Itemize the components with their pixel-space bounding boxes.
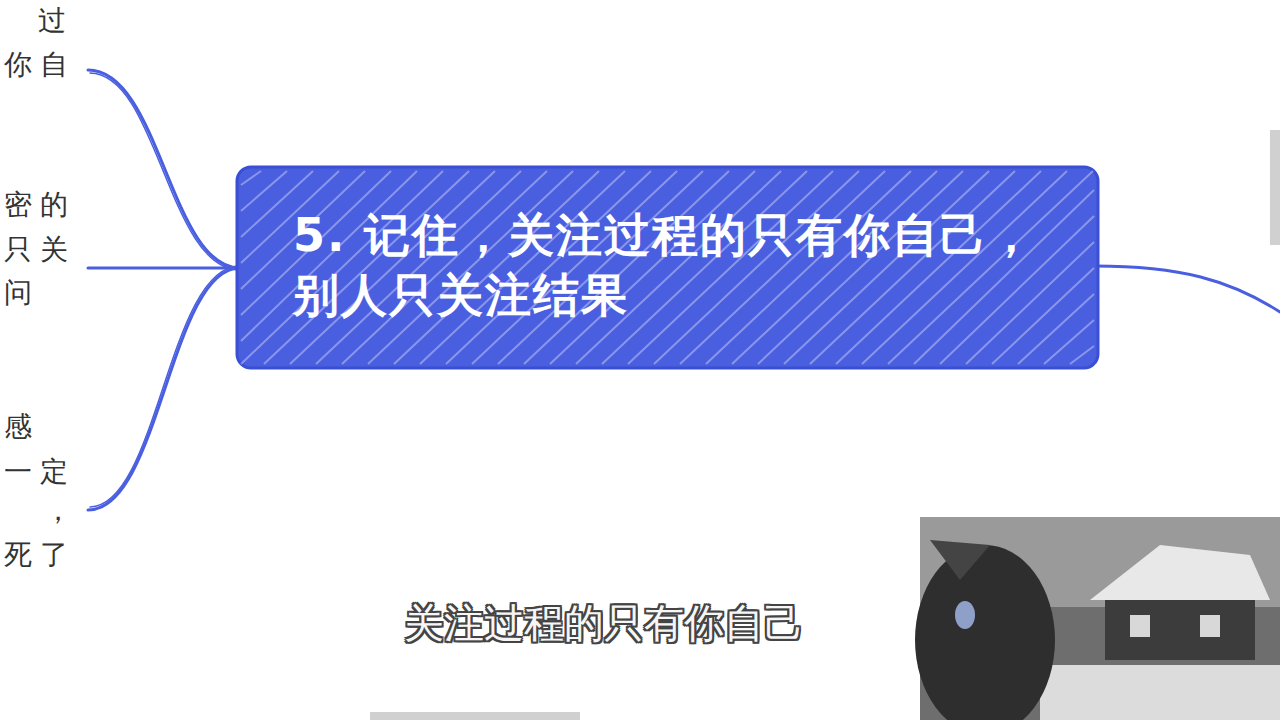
branch-line xyxy=(88,70,240,268)
branch-lines xyxy=(88,70,1280,510)
branch-line xyxy=(1095,266,1280,312)
branch-text: 密的 xyxy=(4,188,76,222)
branch-text: ， xyxy=(44,494,80,528)
branch-text: 死了 xyxy=(4,538,76,572)
branch-line xyxy=(88,267,240,270)
branch-text: 只关 xyxy=(4,233,76,267)
branch-text: 一定 xyxy=(4,455,76,489)
video-thumbnail xyxy=(915,517,1280,720)
topic-box-shape xyxy=(235,165,1100,370)
branch-line xyxy=(90,73,240,270)
branch-text: 感 xyxy=(4,410,40,444)
topic-box: 5. 记住，关注过程的只有你自己，别人只关注结果 xyxy=(235,165,1100,370)
scrollbar xyxy=(1270,130,1280,245)
topic-text: 5. 记住，关注过程的只有你自己，别人只关注结果 xyxy=(293,205,1045,325)
scrollbar xyxy=(370,712,580,720)
subtitle: 关注过程的只有你自己 xyxy=(404,598,804,648)
branch-text: 问 xyxy=(4,276,40,310)
branch-line xyxy=(90,266,240,507)
branch-text: 你自 xyxy=(4,48,76,82)
branch-line xyxy=(88,268,240,510)
branch-text: 过 xyxy=(38,4,74,38)
